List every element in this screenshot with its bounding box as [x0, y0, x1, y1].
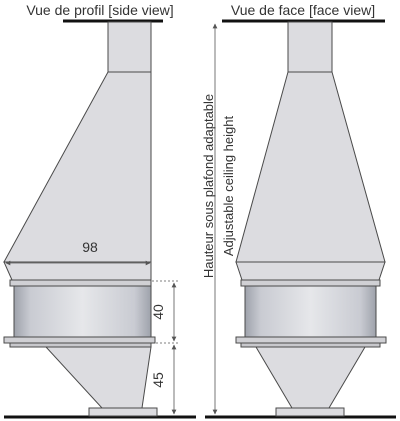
- dimension-glass-height-label: 40: [150, 304, 166, 320]
- face-bottom-tray: [235, 336, 387, 344]
- face-glass: [244, 285, 377, 338]
- face-view-fireplace: [235, 21, 387, 417]
- side-hood: [3, 71, 152, 263]
- ceiling-label-french: Hauteur sous plafond adaptable: [201, 94, 216, 278]
- ceiling-label-english: Adjustable ceiling height: [221, 116, 236, 257]
- face-foot: [275, 407, 345, 417]
- face-hood: [235, 71, 386, 263]
- dimension-width-label: 98: [82, 239, 98, 255]
- side-view-title: Vue de profil [side view]: [26, 2, 173, 18]
- face-base-cone: [255, 346, 366, 409]
- dimension-base-height-label: 45: [150, 372, 166, 388]
- dimension-base-height: 45: [150, 344, 177, 415]
- dimension-width: 98: [5, 239, 151, 266]
- side-hood-skirt: [3, 261, 152, 281]
- face-top-flange: [240, 279, 381, 287]
- side-view-fireplace: [3, 21, 158, 417]
- side-tray-lip: [9, 342, 152, 348]
- side-top-flange: [9, 279, 152, 287]
- side-glass: [13, 285, 152, 338]
- side-foot: [88, 407, 158, 417]
- side-base-cone: [44, 346, 152, 409]
- dimension-ceiling-height: Hauteur sous plafond adaptable Adjustabl…: [201, 23, 236, 415]
- face-tray-lip: [240, 342, 381, 348]
- face-view-title: Vue de face [face view]: [231, 2, 375, 18]
- face-hood-skirt: [235, 261, 386, 281]
- side-flue: [107, 21, 152, 73]
- face-flue: [287, 21, 333, 73]
- side-bottom-tray: [3, 336, 156, 344]
- dimension-glass-height: 40: [150, 280, 180, 344]
